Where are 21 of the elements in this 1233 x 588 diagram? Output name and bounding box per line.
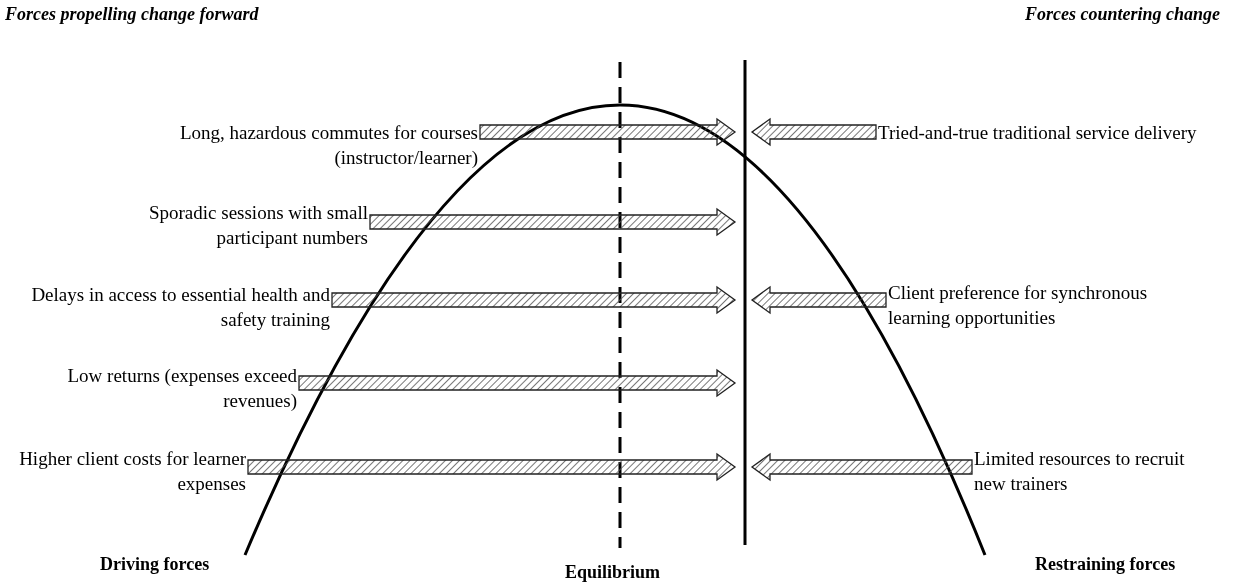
block-arrow xyxy=(750,117,877,147)
force-text: Higher client costs for learner expenses xyxy=(6,446,246,496)
block-arrow xyxy=(331,285,737,315)
axis-label: Driving forces xyxy=(100,554,210,575)
force-text: Tried-and-true traditional service delivery xyxy=(878,120,1208,145)
axis-label: Restraining forces xyxy=(1035,554,1176,575)
force-text: Limited resources to recruit new trainers xyxy=(974,446,1214,496)
force-text: Delays in access to essential health and safety training xyxy=(10,282,330,332)
column-heading: Forces countering change xyxy=(1025,4,1220,25)
block-arrow xyxy=(479,117,737,147)
column-heading: Forces propelling change forward xyxy=(5,4,259,25)
block-arrow xyxy=(750,452,973,482)
block-arrow xyxy=(247,452,737,482)
block-arrow xyxy=(750,285,887,315)
block-arrow xyxy=(369,207,737,237)
force-text: Long, hazardous commutes for courses (instructor/learner) xyxy=(148,120,478,170)
force-text: Low returns (expenses exceed revenues) xyxy=(37,363,297,413)
axis-label: Equilibrium xyxy=(565,562,661,583)
force-text: Sporadic sessions with small participant numbers xyxy=(68,200,368,250)
force-text: Client preference for synchronous learning opportunities xyxy=(888,280,1208,330)
block-arrow xyxy=(298,368,737,398)
